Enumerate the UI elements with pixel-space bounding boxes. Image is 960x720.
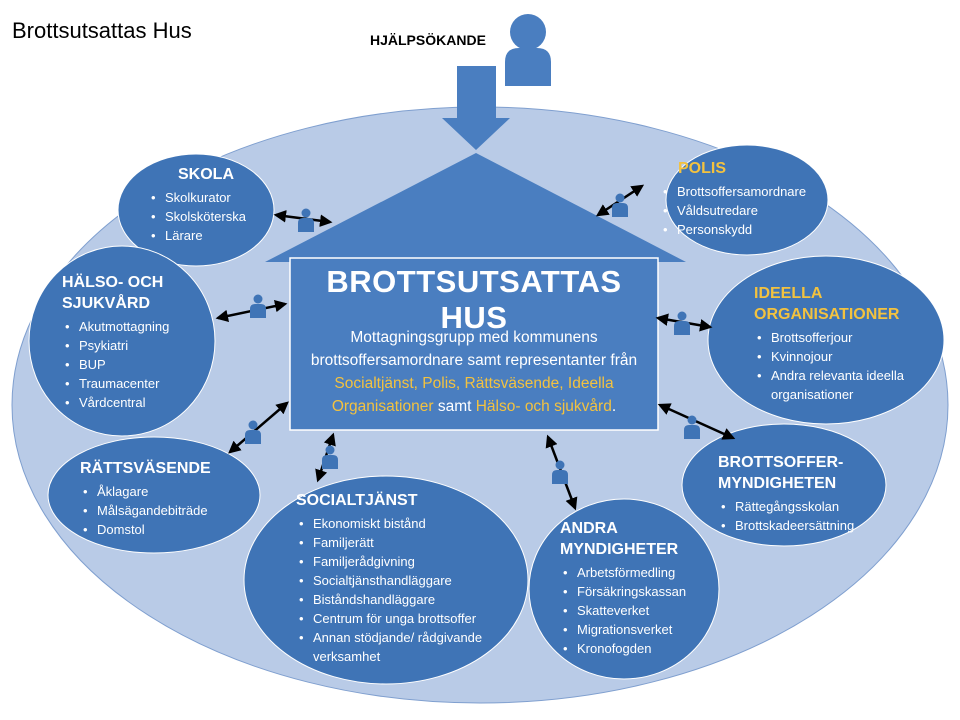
list-item: Kvinnojour (757, 347, 946, 366)
list-item: Personskydd (663, 220, 806, 239)
node-title: BROTTSOFFER- (718, 454, 844, 471)
node-brottsoffermyndigheten: BROTTSOFFER- MYNDIGHETEN Rättegångsskola… (718, 452, 854, 535)
list-item: Målsägandebiträde (83, 501, 211, 520)
list-item: Åklagare (83, 482, 211, 501)
help-seeker-label: HJÄLPSÖKANDE (370, 32, 486, 48)
node-list: Brottsoffersamordnare Våldsutredare Pers… (660, 182, 806, 239)
list-item: Socialtjänsthandläggare (299, 571, 528, 590)
list-item: Migrationsverket (563, 620, 686, 639)
node-title: ANDRA (560, 520, 618, 537)
list-item: Försäkringskassan (563, 582, 686, 601)
person-icon (552, 460, 568, 484)
house-desc-highlight: Socialtjänst, Polis, Rättsväsende, Ideel… (331, 375, 614, 415)
list-item: Annan stödjande/ rådgivande verksamhet (299, 628, 528, 666)
node-title: MYNDIGHETER (560, 541, 679, 558)
node-list: Ekonomiskt bistånd Familjerätt Familjerå… (296, 514, 528, 666)
node-polis: POLIS Brottsoffersamordnare Våldsutredar… (660, 158, 806, 239)
person-icon (684, 415, 700, 439)
node-ideella-organisationer: IDEELLA ORGANISATIONER Brottsofferjour K… (754, 283, 946, 404)
node-rattsvasende: RÄTTSVÄSENDE Åklagare Målsägandebiträde … (80, 458, 211, 539)
node-halso: HÄLSO- OCH SJUKVÅRD Akutmottagning Psyki… (62, 272, 169, 412)
list-item: Rättegångsskolan (721, 497, 854, 516)
list-item: Brottsoffersamordnare (663, 182, 806, 201)
list-item: Domstol (83, 520, 211, 539)
node-title: ORGANISATIONER (754, 306, 900, 323)
list-item: Arbetsförmedling (563, 563, 686, 582)
list-item: Skatteverket (563, 601, 686, 620)
house-title: BROTTSUTSATTAS HUS (326, 264, 622, 335)
person-icon (245, 420, 261, 444)
person-icon (612, 193, 628, 217)
node-title: SOCIALTJÄNST (296, 492, 418, 509)
person-icon (674, 311, 690, 335)
person-icon (505, 14, 551, 86)
list-item: Familjerätt (299, 533, 528, 552)
list-item: Vårdcentral (65, 393, 169, 412)
house-desc-part: . (611, 398, 617, 415)
list-item: Akutmottagning (65, 317, 169, 336)
list-item: Familjerådgivning (299, 552, 528, 571)
person-icon (322, 445, 338, 469)
house-desc-highlight: Hälso- och sjukvård (475, 398, 612, 415)
node-list: Brottsofferjour Kvinnojour Andra relevan… (754, 328, 946, 404)
node-list: Arbetsförmedling Försäkringskassan Skatt… (560, 563, 686, 658)
house-description: Mottagningsgrupp med kommunens brottsoff… (296, 326, 652, 418)
person-icon (298, 208, 314, 232)
node-list: Åklagare Målsägandebiträde Domstol (80, 482, 211, 539)
house-roof (265, 153, 686, 262)
node-andra-myndigheter: ANDRA MYNDIGHETER Arbetsförmedling Försä… (560, 518, 686, 658)
list-item: Centrum för unga brottsoffer (299, 609, 528, 628)
node-title: RÄTTSVÄSENDE (80, 460, 211, 477)
node-title: MYNDIGHETEN (718, 475, 837, 492)
node-title: SKOLA (178, 166, 234, 183)
list-item: Andra relevanta ideella organisationer (757, 366, 946, 404)
list-item: BUP (65, 355, 169, 374)
list-item: Lärare (151, 226, 246, 245)
node-skola: SKOLA Skolkurator Skolsköterska Lärare (148, 164, 246, 245)
node-title: IDEELLA (754, 285, 823, 302)
house-desc-part: samt (433, 398, 476, 415)
house-desc-part: Mottagningsgrupp med kommunens brottsoff… (310, 329, 638, 369)
list-item: Kronofogden (563, 639, 686, 658)
list-item: Psykiatri (65, 336, 169, 355)
list-item: Biståndshandläggare (299, 590, 528, 609)
node-list: Skolkurator Skolsköterska Lärare (148, 188, 246, 245)
list-item: Brottsofferjour (757, 328, 946, 347)
person-icon (250, 294, 266, 318)
node-socialtjanst: SOCIALTJÄNST Ekonomiskt bistånd Familjer… (296, 490, 528, 666)
list-item: Våldsutredare (663, 201, 806, 220)
node-list: Akutmottagning Psykiatri BUP Traumacente… (62, 317, 169, 412)
list-item: Traumacenter (65, 374, 169, 393)
node-list: Rättegångsskolan Brottskadeersättning (718, 497, 854, 535)
entry-arrow (442, 66, 510, 150)
node-title: HÄLSO- OCH (62, 274, 164, 291)
list-item: Skolsköterska (151, 207, 246, 226)
house-body (289, 257, 659, 431)
list-item: Ekonomiskt bistånd (299, 514, 528, 533)
page-title: Brottsutsattas Hus (12, 18, 192, 43)
node-title: POLIS (678, 160, 727, 177)
connector-person-icons (245, 193, 700, 484)
list-item: Skolkurator (151, 188, 246, 207)
node-title: SJUKVÅRD (62, 295, 151, 312)
list-item: Brottskadeersättning (721, 516, 854, 535)
